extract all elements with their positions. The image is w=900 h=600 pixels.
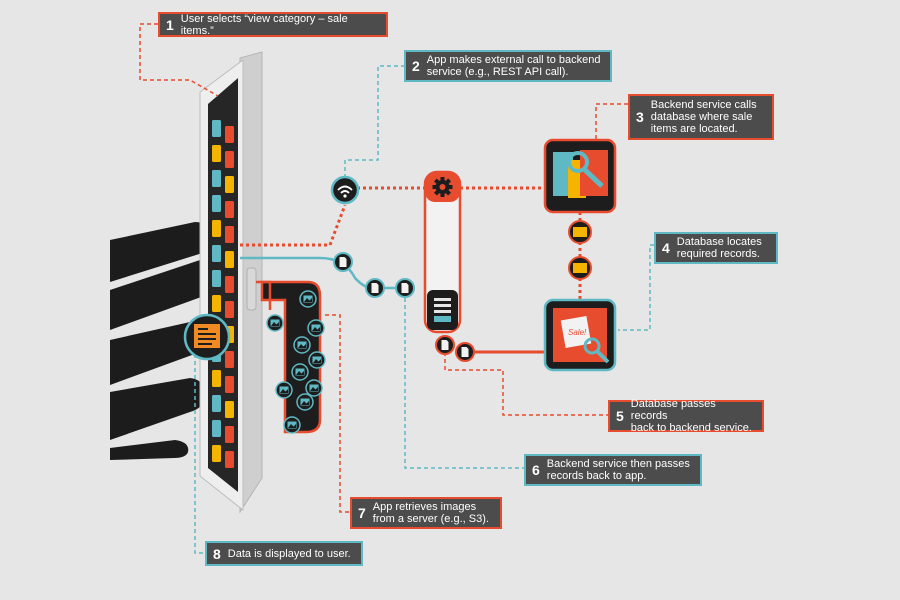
app-tile	[212, 395, 221, 412]
step-1-callout: 1 User selects “view category – sale ite…	[158, 12, 388, 37]
data-display-badge	[183, 313, 231, 361]
image-icon	[299, 290, 317, 308]
image-icon	[283, 416, 301, 434]
connector-lines	[139, 23, 654, 554]
step-text: Data is displayed to user.	[227, 547, 351, 560]
step-text: App retrieves images from a server (e.g.…	[372, 501, 489, 525]
step-text: Database locates required records.	[676, 236, 762, 260]
step-text: App makes external call to backend servi…	[426, 54, 601, 78]
step-2-callout: 2 App makes external call to backend ser…	[404, 50, 612, 82]
app-tile	[225, 451, 234, 468]
server-icon	[427, 290, 458, 330]
step-number: 2	[412, 58, 420, 74]
sale-tag-label: Sale!	[568, 328, 587, 337]
app-tile	[225, 126, 234, 143]
app-tile	[212, 370, 221, 387]
step-5-callout: 5 Database passes records back to backen…	[608, 398, 764, 434]
app-tile	[212, 120, 221, 137]
app-tile	[225, 301, 234, 318]
document-icon	[365, 278, 385, 298]
document-icon	[333, 252, 353, 272]
step-3-callout: 3 Backend service calls database where s…	[628, 94, 774, 140]
step-number: 1	[166, 16, 174, 33]
wifi-icon	[330, 175, 360, 205]
image-icon	[305, 379, 323, 397]
step-number: 5	[616, 408, 624, 424]
step-4-callout: 4 Database locates required records.	[654, 232, 778, 264]
app-tile	[225, 426, 234, 443]
image-icon	[307, 319, 325, 337]
backend-service-column	[423, 170, 462, 334]
app-tile	[225, 276, 234, 293]
app-tile	[212, 270, 221, 287]
app-tile	[212, 145, 221, 162]
step-number: 6	[532, 462, 540, 478]
database-sale-items-box	[543, 138, 617, 214]
app-tile	[212, 295, 221, 312]
image-icon	[308, 351, 326, 369]
step-8-callout: 8 Data is displayed to user.	[205, 541, 363, 566]
step-6-callout: 6 Backend service then passes records ba…	[524, 454, 702, 486]
gear-icon	[432, 177, 453, 197]
image-icon	[291, 363, 309, 381]
document-icon	[455, 342, 475, 362]
image-icon	[266, 314, 284, 332]
magnifier-icon	[567, 151, 604, 188]
app-tile	[225, 251, 234, 268]
app-tile	[212, 195, 221, 212]
database-records-box: Sale!	[543, 298, 617, 372]
step-number: 8	[213, 545, 221, 562]
step-number: 4	[662, 240, 670, 256]
app-tile	[225, 351, 234, 368]
app-tile	[212, 220, 221, 237]
folder-icon	[568, 256, 592, 280]
image-icon	[296, 393, 314, 411]
document-icon	[435, 335, 455, 355]
step-number: 3	[636, 109, 644, 125]
step-text: Backend service then passes records back…	[546, 458, 690, 482]
app-tile	[225, 176, 234, 193]
app-tile	[225, 201, 234, 218]
document-icon	[395, 278, 415, 298]
app-tile	[225, 226, 234, 243]
magnifier-icon	[583, 337, 610, 364]
step-text: Database passes records back to backend …	[630, 398, 752, 434]
app-tile	[225, 376, 234, 393]
app-tile	[212, 445, 221, 462]
step-number: 7	[358, 505, 366, 521]
app-tile	[212, 245, 221, 262]
app-tile	[225, 151, 234, 168]
step-text: Backend service calls database where sal…	[650, 99, 757, 135]
app-tile	[212, 420, 221, 437]
image-icon	[293, 336, 311, 354]
image-icon	[275, 381, 293, 399]
app-tile	[212, 170, 221, 187]
step-text: User selects “view category – sale items…	[180, 12, 348, 37]
folder-icon	[568, 220, 592, 244]
step-7-callout: 7 App retrieves images from a server (e.…	[350, 497, 502, 529]
tablet-device	[199, 51, 263, 514]
app-tile	[225, 401, 234, 418]
